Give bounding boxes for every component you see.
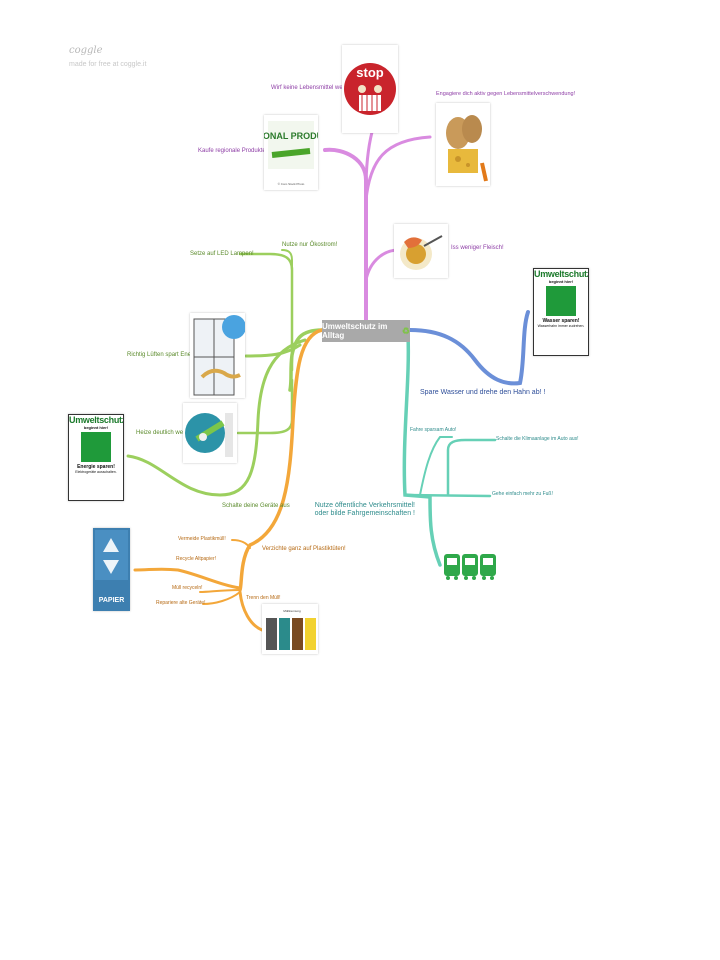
meat-icon [400,235,443,270]
branch-ac [446,438,497,497]
label-recycle-paper: Recycle Altpapier! [176,556,217,562]
label-recycle: Müll recyceln! [172,585,203,591]
water-saving-sign: Umweltschutz beginnt hier! Wasser sparen… [533,268,589,356]
branch-plastic-bags [238,328,324,592]
water-sign-foot: Wasserhahn immer zudrehen. [537,324,585,328]
meat-plate-image [394,224,448,278]
energy-saving-sign: Umweltschutz beginnt hier! Energie spare… [68,414,124,501]
central-topic[interactable]: Umweltschutz im Alltag ♻ [322,320,410,342]
branch-transport [402,334,442,567]
label-led: Setze auf LED Lampen! [190,251,254,257]
branch-regional [323,147,369,322]
thermostat-icon [185,413,233,457]
stop-food-waste-image: stop [342,45,398,133]
label-plastic-bags: Verzichte ganz auf Plastiktüten! [262,546,346,552]
label-separate: Trenn den Müll! [246,595,281,601]
energy-sign-foot: Elektrogeräte ausschalten. [75,470,117,474]
branch-engage [364,135,432,202]
water-sign-bottom: Wasser sparen! [542,318,580,324]
bins-label: Mülltrennung [283,609,301,613]
waste-bins-icon: Mülltrennung [266,609,316,650]
label-devices-off: Schalte deine Geräte aus [222,503,290,509]
window-airing-image [190,313,245,398]
water-sign-title: Umweltschutz [534,269,589,279]
label-eco-power: Nutze nur Ökostrom! [282,242,338,248]
label-regional: Kaufe regionale Produkte! [198,148,268,154]
blue-branch-lines [408,310,530,386]
label-plastic-waste: Vermeide Plastikmüll! [178,536,226,542]
waste-bins-image: Mülltrennung [262,604,318,654]
regional-produce-icon: REGIONAL PRODUKTE © Coro Stock Photo [264,121,318,186]
water-sign-tap-icon [546,286,576,316]
coggle-tagline: made for free at coggle.it [69,61,147,68]
water-sign-subtitle: beginnt hier! [548,279,574,284]
paper-label: PAPIER [99,597,125,604]
label-drive: Fahre sparsam Auto! [410,427,457,433]
energy-sign-title: Umweltschutz [69,415,124,425]
branch-drive [419,436,453,496]
energy-sign-subtitle: beginnt hier! [83,425,109,430]
branch-heating [236,378,294,435]
label-water: Spare Wasser und drehe den Hahn ab! ! [420,389,546,396]
regional-products-image: REGIONAL PRODUKTE © Coro Stock Photo [264,115,318,190]
label-ac: Schalte die Klimaanlage im Auto aus! [496,436,579,442]
branch-food-waste [364,130,374,192]
teal-branch-lines [402,334,497,567]
regional-img-text: REGIONAL PRODUKTE [264,131,318,141]
branch-water [408,310,530,386]
label-airing: Richtig Lüften spart Energie! [127,352,203,358]
label-engage: Engagiere dich aktiv gegen Lebensmittelv… [436,91,576,97]
label-heating: Heize deutlich weniger! [136,430,199,436]
leaf-icon: ♻ [401,325,410,336]
stop-sign-icon: stop [344,63,396,115]
label-repair: Repariere alte Geräte! [156,600,206,606]
label-public-transport: Nutze öffentliche Verkehrsmittel! oder b… [314,502,415,518]
energy-sign-plug-icon [81,432,111,462]
branch-separate [238,590,264,632]
branch-recycle [199,589,241,593]
recycle-icon: PAPIER [95,530,128,604]
branch-recycle-paper [133,567,242,590]
energy-sign-bottom: Energie sparen! [77,464,115,470]
stop-sign-text: stop [356,65,384,80]
branch-devices-off [126,338,307,497]
bus-tram-train-icon [444,554,496,580]
window-icon [193,315,245,396]
coggle-logo: coggle [69,45,103,56]
thermostat-image [183,403,237,463]
regional-img-caption: © Coro Stock Photo [278,182,305,186]
potatoes-icon [446,115,488,182]
orange-branch-lines [133,328,324,632]
label-less-meat: Iss weniger Fleisch! [451,245,504,251]
branch-airing [244,343,302,358]
label-walk: Gehe einfach mehr zu Fuß! [492,491,553,497]
paper-recycling-image: PAPIER [93,528,130,611]
label-food-waste: Wirf keine Lebensmittel weg! [271,85,348,91]
food-pile-image [436,103,490,186]
branch-plastic-waste [231,539,251,549]
branch-eco-power [281,249,293,301]
central-topic-label: Umweltschutz im Alltag [322,322,388,340]
transport-icons-image [442,550,498,582]
branch-repair [202,591,241,605]
